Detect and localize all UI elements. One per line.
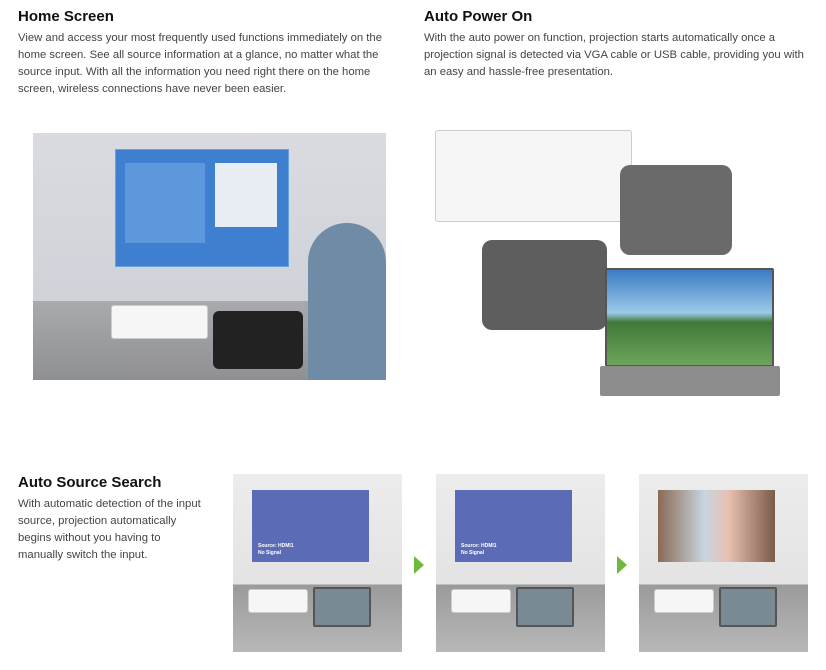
step-1-image: Source: HDMI1 No Signal (233, 474, 402, 652)
screen-status-label: No Signal (461, 550, 485, 556)
arrow-right-icon (414, 556, 424, 574)
auto-source-heading: Auto Source Search (18, 474, 162, 491)
step-3-image (639, 474, 808, 652)
step-2-image: Source: HDMI1 No Signal (436, 474, 605, 652)
auto-power-image (425, 100, 815, 400)
arrow-right-icon (617, 556, 627, 574)
home-screen-image (33, 133, 386, 380)
screen-source-label: Source: HDMI1 (461, 543, 497, 549)
auto-power-heading: Auto Power On (424, 8, 533, 25)
home-screen-text: View and access your most frequently use… (18, 32, 382, 95)
auto-source-text: With automatic detection of the input so… (18, 498, 201, 561)
home-screen-heading: Home Screen (18, 8, 114, 25)
screen-source-label: Source: HDMI1 (258, 543, 294, 549)
auto-power-text: With the auto power on function, project… (424, 32, 804, 78)
screen-status-label: No Signal (258, 550, 282, 556)
